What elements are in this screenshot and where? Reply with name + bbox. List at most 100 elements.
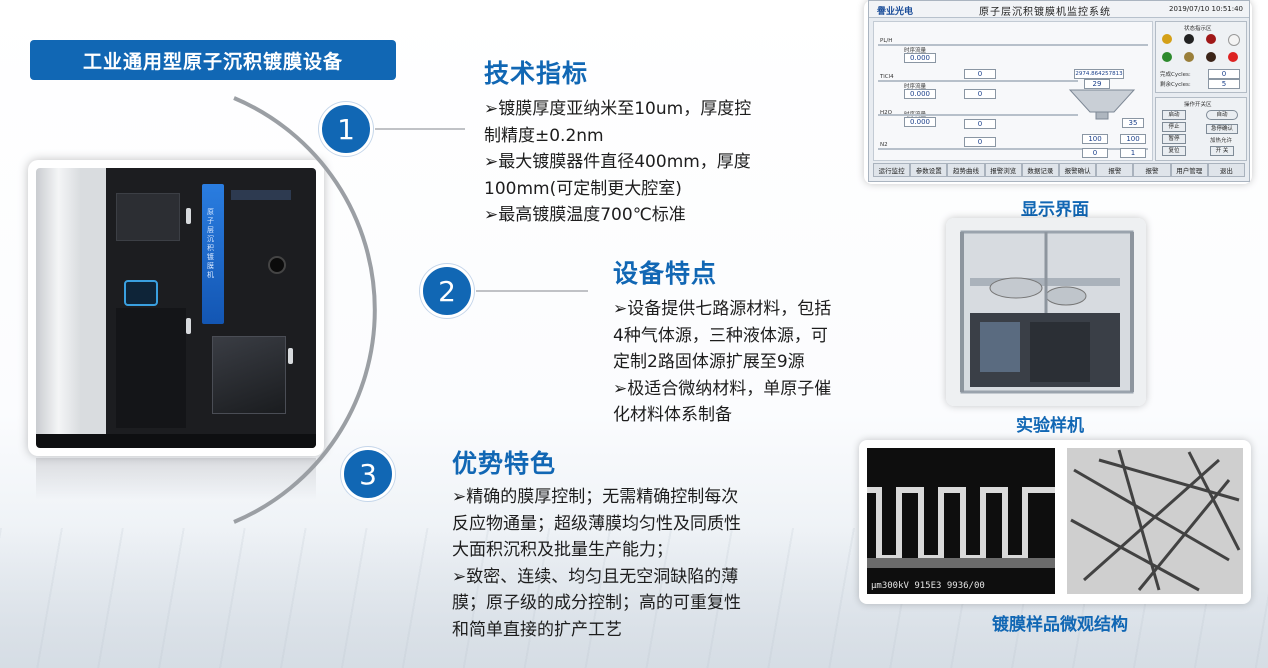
section-3-line: ➢精确的膜厚控制；无需精确控制每次 [452, 487, 739, 507]
hmi-heat-label: 加热允许 [1210, 138, 1233, 144]
hmi-flow-value: 0.000 [904, 53, 936, 63]
section-3-title: 优势特色 [452, 449, 557, 478]
machine-screen [116, 193, 180, 241]
status-led [1162, 52, 1172, 62]
hmi-auto-toggle[interactable]: 自动 [1206, 110, 1238, 120]
hmi-set-d: 1 [1120, 148, 1146, 158]
section-2-line: 化材料体系制备 [613, 405, 732, 425]
hmi-header: 譽业光电 原子层沉积镀膜机监控系统 2019/07/10 10:51:40 [869, 1, 1249, 18]
page-title-badge: 工业通用型原子沉积镀膜设备 [30, 40, 396, 80]
hmi-stop-button[interactable]: 停止 [1162, 122, 1186, 132]
prototype-photo-card [946, 218, 1146, 406]
hmi-process-panel: PL/H 时序流量 0.000 0 TiCl4 时序流量 0.000 0 H2O… [873, 21, 1153, 161]
section-1-line: ➢最大镀膜器件直径400mm，厚度 [484, 152, 751, 172]
section-3-text: ➢精确的膜厚控制；无需精确控制每次 反应物通量；超级薄膜均匀性及同质性 大面积沉… [452, 484, 741, 643]
hmi-pause-button[interactable]: 暂停 [1162, 134, 1186, 144]
section-1-line: ➢最高镀膜温度700℃标准 [484, 205, 686, 225]
sem-label: μm300kV 915E3 9936/00 [871, 581, 985, 591]
section-2-title: 设备特点 [613, 259, 718, 288]
hmi-tab[interactable]: 趋势曲线 [947, 163, 985, 177]
hmi-temp: 35 [1122, 118, 1144, 128]
hmi-tab[interactable]: 用户管理 [1170, 163, 1208, 177]
section-2-line: 4种气体源，三种液体源，可 [613, 325, 828, 346]
hmi-operation-area: 操作开关区 启动 自动 停止 急停确认 暂停 加热允许 复位 开 关 [1155, 97, 1247, 161]
status-led [1206, 34, 1216, 44]
hmi-flow-value: 0.000 [904, 117, 936, 127]
arc-path [233, 96, 377, 524]
status-led [1184, 52, 1194, 62]
section-2-line: ➢极适合微纳材料，单原子催 [613, 378, 832, 399]
section-3-line: ➢致密、连续、均匀且无空洞缺陷的薄 [452, 566, 739, 587]
machine-chamber-window [212, 336, 286, 414]
hmi-pressure-small: 29 [1084, 79, 1110, 89]
section-3-line: 膜；原子级的成分控制；高的可重复性 [452, 593, 741, 613]
hmi-reset-button[interactable]: 复位 [1162, 146, 1186, 156]
caption-micro: 镀膜样品微观结构 [992, 615, 1128, 635]
machine-photo: 原子层沉积镀膜机 [36, 168, 316, 448]
machine-strip-text: 原子层沉积镀膜机 [207, 208, 214, 279]
hmi-set-value: 0 [964, 137, 996, 147]
machine-blue-strip [202, 184, 224, 324]
status-led [1184, 34, 1194, 44]
hmi-set-c: 0 [1082, 148, 1108, 158]
section-1-line: 制精度±0.2nm [484, 125, 604, 146]
hmi-row-tag: PL/H [880, 38, 893, 44]
section-3-line: 大面积沉积及批量生产能力； [452, 540, 673, 560]
hmi-flow-label: 时序流量 [904, 84, 927, 90]
section-1-line: 100mm(可定制更大腔室) [484, 178, 682, 199]
section-1-text: ➢镀膜厚度亚纳米至10um，厚度控 制精度±0.2nm ➢最大镀膜器件直径400… [484, 96, 751, 229]
hmi-side-panel: 状态指示区 完成Cycles: 0 剩余Cycles: 5 操作开关区 启动 自… [1155, 21, 1247, 161]
hmi-start-button[interactable]: 启动 [1162, 110, 1186, 120]
hmi-cycles-done: 0 [1208, 69, 1240, 79]
section-2-text: ➢设备提供七路源材料，包括 4种气体源，三种液体源，可 定制2路固体源扩展至9源… [613, 296, 831, 429]
hmi-tab[interactable]: 退出 [1207, 163, 1246, 177]
hmi-set-value: 0 [964, 119, 996, 129]
hmi-tab[interactable]: 运行监控 [873, 163, 911, 177]
prototype-photo [946, 218, 1146, 406]
caption-prototype: 实验样机 [1016, 416, 1084, 436]
hmi-tab[interactable]: 报警确认 [1059, 163, 1097, 177]
section-3-line: 和简单直接的扩产工艺 [452, 619, 622, 640]
hmi-flow-label: 时序流量 [904, 48, 927, 54]
hmi-cycles-done-label: 完成Cycles: [1160, 72, 1191, 78]
hmi-logo: 譽业光电 [877, 7, 914, 17]
hmi-tab[interactable]: 参数设置 [910, 163, 948, 177]
hmi-set-b: 100 [1120, 134, 1146, 144]
hmi-set-value: 0 [964, 89, 996, 99]
hmi-tab[interactable]: 数据记录 [1021, 163, 1060, 177]
micro-images: μm300kV 915E3 9936/00 [867, 448, 1243, 594]
section-2-line: 定制2路固体源扩展至9源 [613, 352, 805, 372]
machine-logo [231, 190, 291, 200]
status-led [1228, 34, 1240, 46]
hmi-op-title: 操作开关区 [1184, 102, 1212, 108]
hmi-tab[interactable]: 报警 [1133, 163, 1171, 177]
status-led [1228, 52, 1238, 62]
hmi-estop-confirm-button[interactable]: 急停确认 [1206, 124, 1238, 134]
step-2-badge: 2 [420, 264, 474, 318]
hmi-set-value: 0 [964, 69, 996, 79]
status-led [1162, 34, 1172, 44]
hmi-datetime: 2019/07/10 10:51:40 [1168, 5, 1243, 13]
hmi-tab[interactable]: 报警 [1096, 163, 1134, 177]
hmi-tab[interactable]: 报警浏览 [984, 163, 1022, 177]
step-1-badge: 1 [319, 102, 373, 156]
status-led [1206, 52, 1216, 62]
hmi-row-tag: N2 [880, 142, 888, 148]
hmi-screen: 譽业光电 原子层沉积镀膜机监控系统 2019/07/10 10:51:40 PL… [868, 0, 1250, 182]
hmi-flow-value: 0.000 [904, 89, 936, 99]
section-3-line: 反应物通量；超级薄膜均匀性及同质性 [452, 513, 741, 534]
hmi-row-tag: TiCl4 [880, 74, 894, 80]
hmi-cycles-left: 5 [1208, 79, 1240, 89]
hmi-chamber-icon [1068, 89, 1136, 120]
hmi-row-tag: H2O [880, 110, 892, 116]
hmi-status-title: 状态指示区 [1184, 26, 1212, 32]
hmi-pressure: 2974.864257813 [1074, 69, 1124, 79]
hmi-cycles-left-label: 剩余Cycles: [1160, 82, 1191, 88]
machine-control-panel [124, 280, 158, 306]
micro-images-card: μm300kV 915E3 9936/00 [859, 440, 1251, 604]
step-3-badge: 3 [341, 447, 395, 501]
hmi-status-area: 状态指示区 完成Cycles: 0 剩余Cycles: 5 [1155, 21, 1247, 93]
hmi-heat-switch[interactable]: 开 关 [1210, 146, 1234, 156]
hmi-title: 原子层沉积镀膜机监控系统 [979, 7, 1111, 18]
